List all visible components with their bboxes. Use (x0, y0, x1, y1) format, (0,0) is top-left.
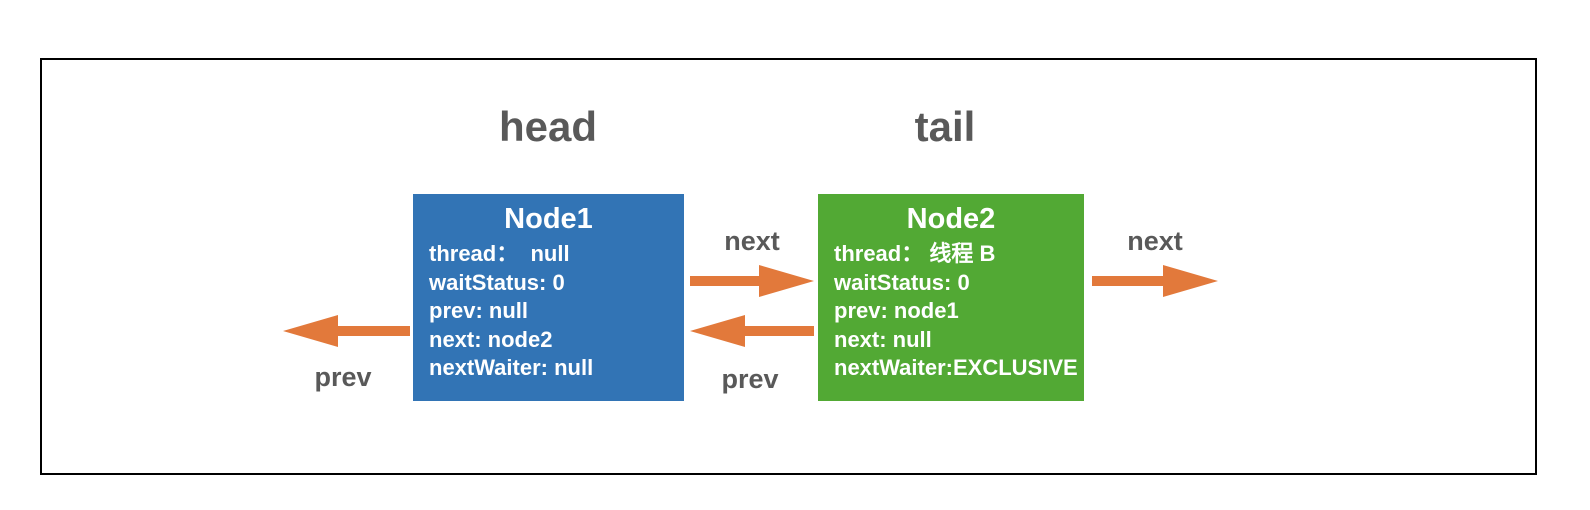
node2-field-next: next: null (834, 326, 932, 352)
node1-field-thread: thread： null (429, 241, 570, 266)
node1-field-next: next: node2 (429, 326, 553, 352)
node1-field-nextwaiter: nextWaiter: null (429, 355, 594, 380)
node1-field-waitstatus: waitStatus: 0 (429, 269, 565, 295)
diagram-frame (40, 58, 1537, 475)
node2-field-nextwaiter: nextWaiter:EXCLUSIVE (834, 355, 1078, 380)
node1-fields: thread： null waitStatus: 0 prev: null ne… (413, 240, 684, 383)
prev-label-outer-left: prev (314, 362, 372, 392)
node2-field-thread: thread： 线程 B (834, 241, 996, 266)
node2-field-waitstatus: waitStatus: 0 (834, 269, 970, 295)
prev-label-middle: prev (721, 364, 779, 394)
node1-box: Node1 thread： null waitStatus: 0 prev: n… (413, 194, 684, 401)
next-label-middle: next (724, 226, 780, 256)
tail-pointer-label: tail (914, 103, 976, 150)
next-label-outer-right: next (1127, 226, 1183, 256)
node1-field-prev: prev: null (429, 298, 529, 323)
node1-title: Node1 (504, 203, 593, 235)
node2-fields: thread： 线程 B waitStatus: 0 prev: node1 n… (818, 240, 1084, 383)
node2-field-prev: prev: node1 (834, 298, 959, 323)
node2-title: Node2 (906, 203, 996, 235)
head-pointer-label: head (498, 103, 598, 150)
node2-box: Node2 thread： 线程 B waitStatus: 0 prev: n… (818, 194, 1084, 401)
